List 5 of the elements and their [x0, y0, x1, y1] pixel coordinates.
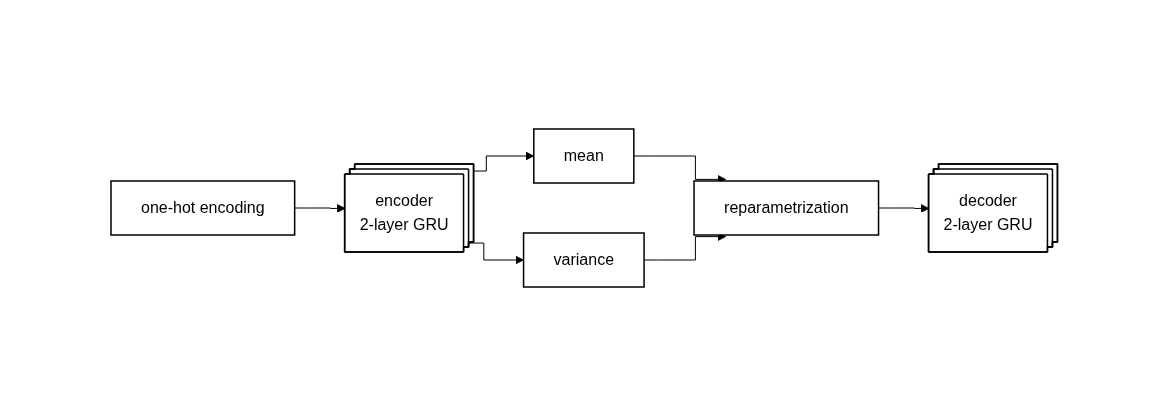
node-box: variance [522, 231, 645, 288]
node-box: reparametrization [693, 179, 880, 236]
arrow [473, 151, 534, 172]
node-box: mean [532, 127, 635, 184]
node-box: one-hot encoding [110, 179, 296, 236]
